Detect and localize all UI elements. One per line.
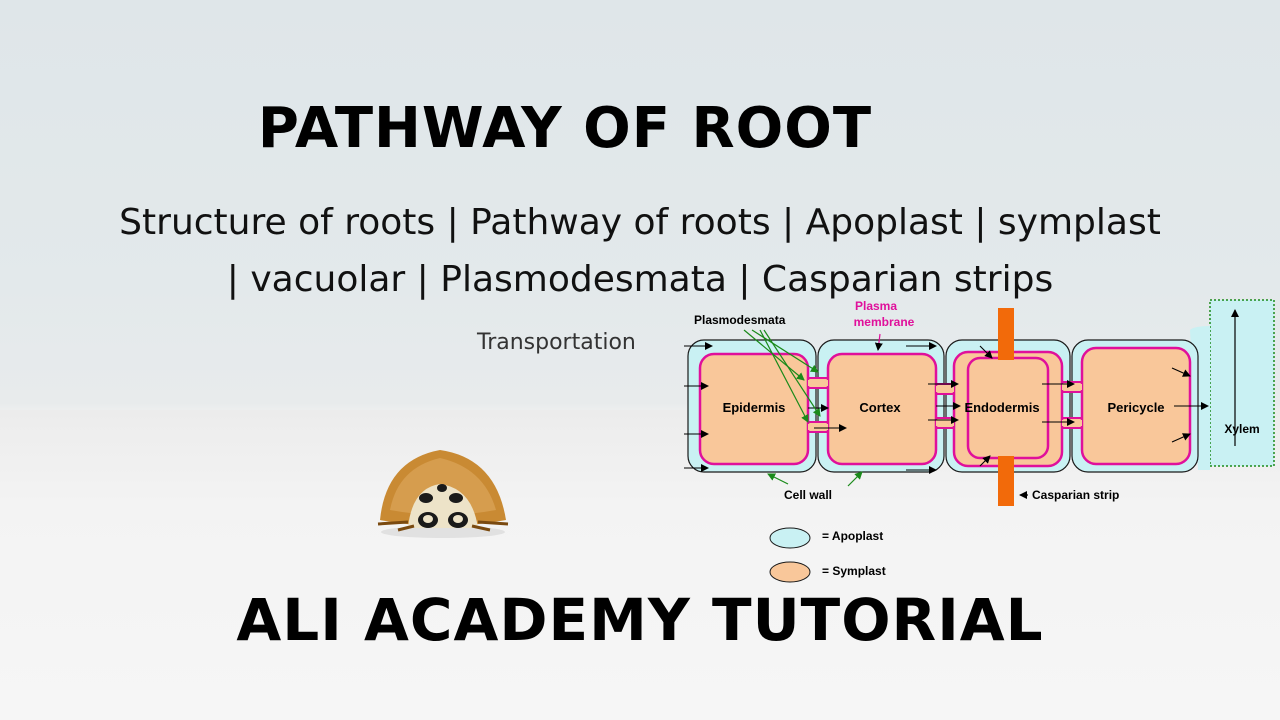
cell-label-cortex: Cortex (859, 400, 901, 415)
subtitle: Structure of roots | Pathway of roots | … (70, 194, 1210, 308)
footer-title: ALI ACADEMY TUTORIAL (236, 586, 1044, 654)
cell-label-endodermis: Endodermis (964, 400, 1039, 415)
subtitle-line-1: Structure of roots | Pathway of roots | … (119, 202, 1161, 243)
transportation-label: Transportation (477, 330, 636, 355)
cell-label-epidermis: Epidermis (723, 400, 786, 415)
xylem-vessel (1209, 299, 1275, 467)
root-pathway-diagram: Xylem Epidermis Cortex Endodermis Pericy… (684, 299, 1275, 583)
cell-label-pericycle: Pericycle (1107, 400, 1164, 415)
legend-apoplast-label: = Apoplast (822, 529, 883, 543)
cell-wall-label: Cell wall (784, 488, 832, 502)
legend-apoplast-swatch (769, 527, 811, 549)
plasmodesmata-label: Plasmodesmata (694, 313, 786, 327)
legend-symplast-swatch (769, 561, 811, 583)
page-title: PATHWAY OF ROOT (257, 96, 873, 161)
subtitle-line-2: | vacuolar | Plasmodesmata | Casparian s… (226, 259, 1054, 300)
xylem-label: Xylem (1224, 422, 1259, 436)
casparian-strip-label: Casparian strip (1032, 488, 1119, 502)
ladybug-image (377, 450, 509, 538)
plasma-membrane-label-1: Plasma (855, 299, 897, 313)
plasma-membrane-label-2: membrane (854, 315, 915, 329)
legend-symplast-label: = Symplast (822, 564, 886, 578)
epidermis-protoplast (698, 352, 810, 466)
